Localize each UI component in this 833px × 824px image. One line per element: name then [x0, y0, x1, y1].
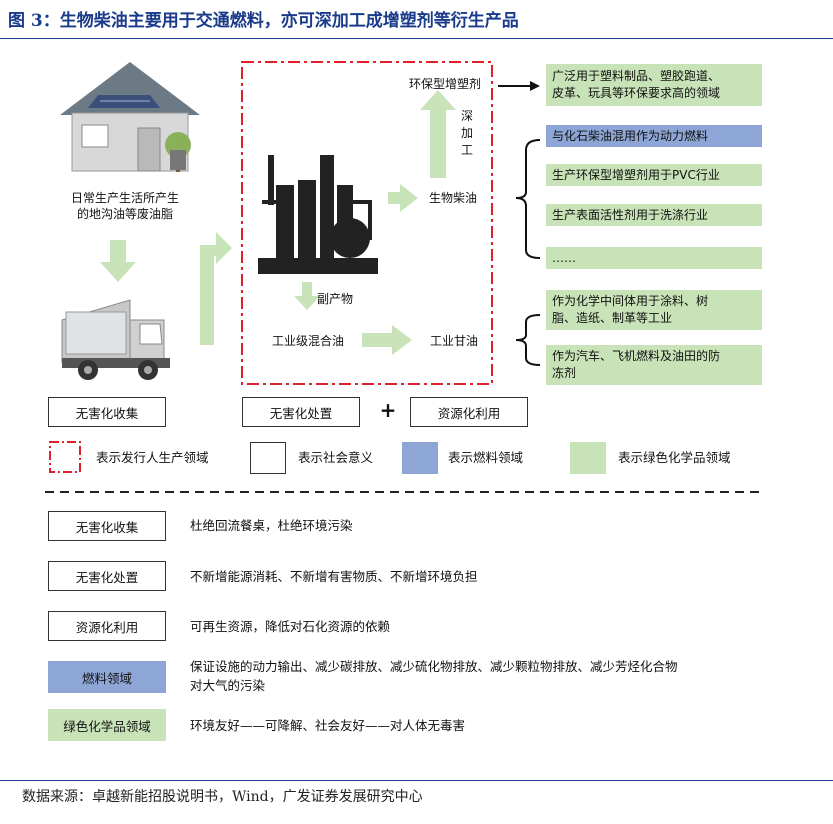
plasticizer-use-box: 广泛用于塑料制品、塑胶跑道、 皮革、玩具等环保要求高的领域: [546, 64, 762, 106]
bottom-rule: [0, 780, 833, 781]
legend-fuel-swatch: [402, 442, 438, 474]
legend-social-swatch: [250, 442, 286, 474]
explain-utilize-key: 资源化利用: [48, 611, 166, 641]
biodiesel-use-fuel: 与化石柴油混用作为动力燃料: [546, 125, 762, 147]
waste-oil-label: 日常生产生活所产生 的地沟油等废油脂: [70, 191, 179, 221]
stage-collect-box: 无害化收集: [48, 397, 166, 427]
explain-dispose-text: 不新增能源消耗、不新增有害物质、不新增环境负担: [190, 569, 478, 584]
source-note: 数据来源：卓越新能招股说明书，Wind，广发证券发展研究中心: [22, 789, 423, 805]
deep-processing-label: 深 加 工: [460, 109, 473, 157]
glycerin-label: 工业甘油: [429, 334, 478, 348]
explain-green-text: 环境友好——可降解、社会友好——对人体无毒害: [190, 718, 466, 733]
explain-fuel-key: 燃料领域: [48, 661, 166, 693]
legend-green-swatch: [570, 442, 606, 474]
explain-utilize-text: 可再生资源，降低对石化资源的依赖: [190, 619, 391, 634]
stage-dispose-box: 无害化处置: [242, 397, 360, 427]
plasticizer-label: 环保型增塑剂: [408, 77, 481, 91]
explain-green-key: 绿色化学品领域: [48, 709, 166, 741]
biodiesel-label: 生物柴油: [428, 191, 477, 205]
legend-issuer-swatch: [49, 441, 81, 473]
glycerin-use-intermediate: 作为化学中间体用于涂料、树 脂、造纸、制革等工业: [546, 290, 762, 330]
figure-title: 图 3：生物柴油主要用于交通燃料，亦可深加工成增塑剂等衍生产品: [8, 11, 519, 31]
issuer-region-border: [241, 61, 493, 385]
plus-sign: +: [379, 398, 397, 422]
glycerin-use-antifreeze: 作为汽车、飞机燃料及油田的防 冻剂: [546, 345, 762, 385]
biodiesel-use-surfactant: 生产表面活性剂用于洗涤行业: [546, 204, 762, 226]
truck-icon: [61, 299, 170, 380]
refinery-icon: [258, 155, 378, 274]
legend-fuel-text: 表示燃料领域: [448, 450, 524, 465]
glycerin-brace: [515, 314, 541, 366]
top-rule: [0, 38, 833, 39]
explain-collect-text: 杜绝回流餐桌，杜绝环境污染: [190, 518, 353, 533]
mixed-oil-label: 工业级混合油: [271, 334, 344, 348]
stage-utilize-box: 资源化利用: [410, 397, 528, 427]
explain-fuel-text: 保证设施的动力输出、减少碳排放、减少硫化物排放、减少颗粒物排放、减少芳烃化合物 …: [190, 659, 678, 693]
plasticizer-arrow: [498, 81, 540, 91]
legend-social-text: 表示社会意义: [298, 450, 374, 465]
explain-collect-key: 无害化收集: [48, 511, 166, 541]
legend-issuer-text: 表示发行人生产领域: [96, 450, 209, 465]
legend-green-text: 表示绿色化学品领域: [618, 450, 731, 465]
explain-dispose-key: 无害化处置: [48, 561, 166, 591]
house-icon: [60, 62, 200, 172]
biodiesel-brace: [515, 139, 541, 259]
byproduct-label: 副产物: [316, 292, 353, 306]
biodiesel-use-more: ……: [546, 247, 762, 269]
flow-arrows: [100, 90, 456, 355]
biodiesel-use-pvc: 生产环保型增塑剂用于PVC行业: [546, 164, 762, 186]
